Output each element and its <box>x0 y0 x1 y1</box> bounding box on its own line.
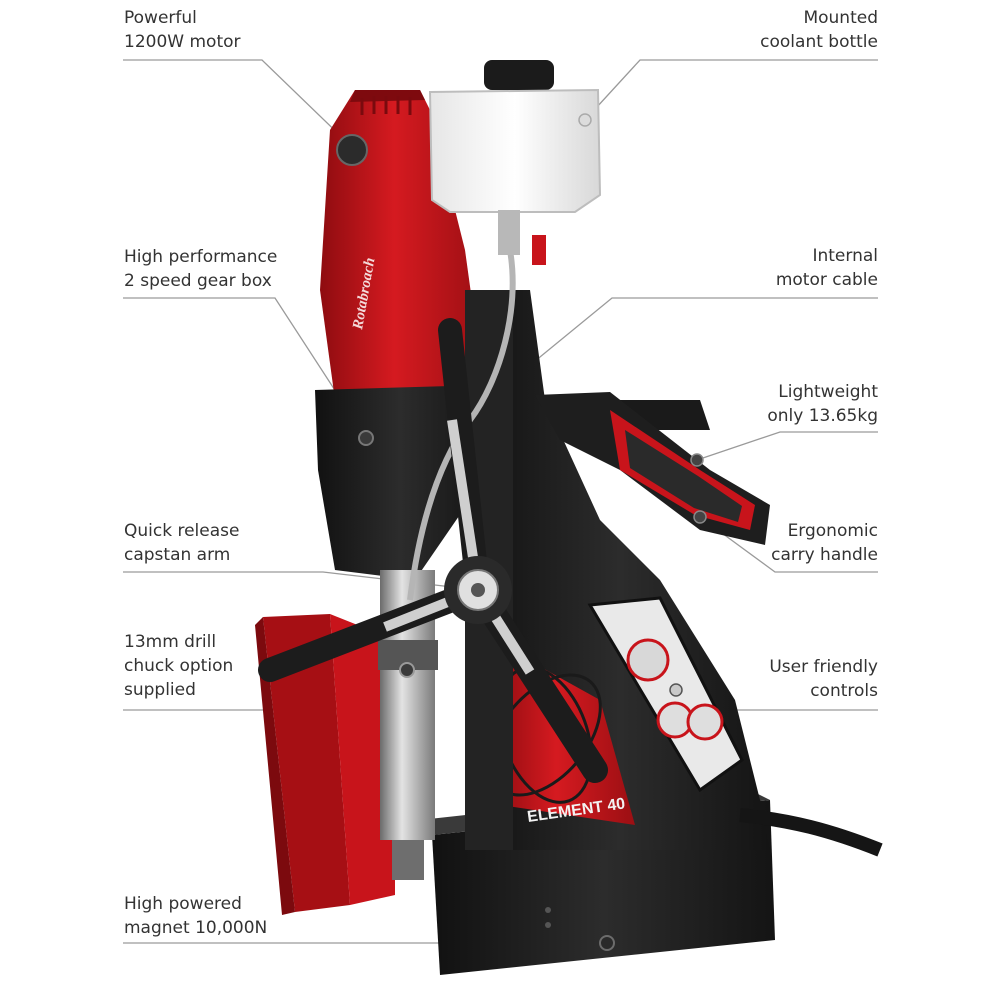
callout-gearbox-line-1: High performance <box>124 247 278 267</box>
callout-gearbox: High performance 2 speed gear box <box>124 245 277 293</box>
callout-chuck: 13mm drill chuck option supplied <box>124 630 233 702</box>
callout-capstan: Quick release capstan arm <box>124 519 239 567</box>
callout-controls-line-2: controls <box>810 681 878 701</box>
swarf-guard <box>255 614 395 915</box>
callout-chuck-line-2: chuck option <box>124 656 234 676</box>
callout-magnet-line-2: magnet 10,000N <box>124 918 268 938</box>
callout-line-cable <box>517 297 878 376</box>
callout-cable: Internal motor cable <box>776 244 878 292</box>
callout-motor-line-1: Powerful <box>124 8 197 28</box>
coolant-bottle <box>428 60 602 265</box>
callout-handle-line-2: carry handle <box>771 545 878 565</box>
callout-line-motor <box>123 59 353 148</box>
callout-capstan-line-2: capstan arm <box>124 545 231 565</box>
callout-handle-line-1: Ergonomic <box>787 521 878 541</box>
callout-weight: Lightweight only 13.65kg <box>767 380 878 428</box>
carry-handle[interactable] <box>535 392 770 545</box>
control-panel <box>587 596 744 793</box>
callout-magnet: High powered magnet 10,000N <box>124 892 267 940</box>
callout-chuck-line-3: supplied <box>124 680 196 700</box>
motor-dial[interactable] <box>686 703 724 741</box>
callout-controls-line-1: User friendly <box>769 657 878 677</box>
callout-handle: Ergonomic carry handle <box>771 519 878 567</box>
callout-capstan-line-1: Quick release <box>124 521 240 541</box>
callout-motor-line-2: 1200W motor <box>124 32 241 52</box>
callout-line-coolant <box>584 59 878 121</box>
callout-motor: Powerful 1200W motor <box>124 6 241 54</box>
callout-cable-line-2: motor cable <box>775 270 878 290</box>
callout-line-weight <box>696 431 878 461</box>
motor-vent-icon <box>336 134 368 166</box>
callout-coolant: Mounted coolant bottle <box>760 6 878 54</box>
callout-magnet-line-1: High powered <box>124 894 242 914</box>
callout-gearbox-line-2: 2 speed gear box <box>124 271 272 291</box>
power-cable <box>739 808 883 857</box>
callout-controls: User friendly controls <box>769 655 878 703</box>
callout-cable-line-1: Internal <box>812 246 878 266</box>
gearbox <box>315 385 485 580</box>
callout-coolant-line-2: coolant bottle <box>760 32 878 52</box>
callout-weight-line-1: Lightweight <box>778 382 878 402</box>
callout-chuck-line-1: 13mm drill <box>124 632 217 652</box>
callout-coolant-line-1: Mounted <box>803 8 878 28</box>
capstan-arm[interactable] <box>258 318 608 783</box>
callout-weight-line-2: only 13.65kg <box>767 406 878 426</box>
